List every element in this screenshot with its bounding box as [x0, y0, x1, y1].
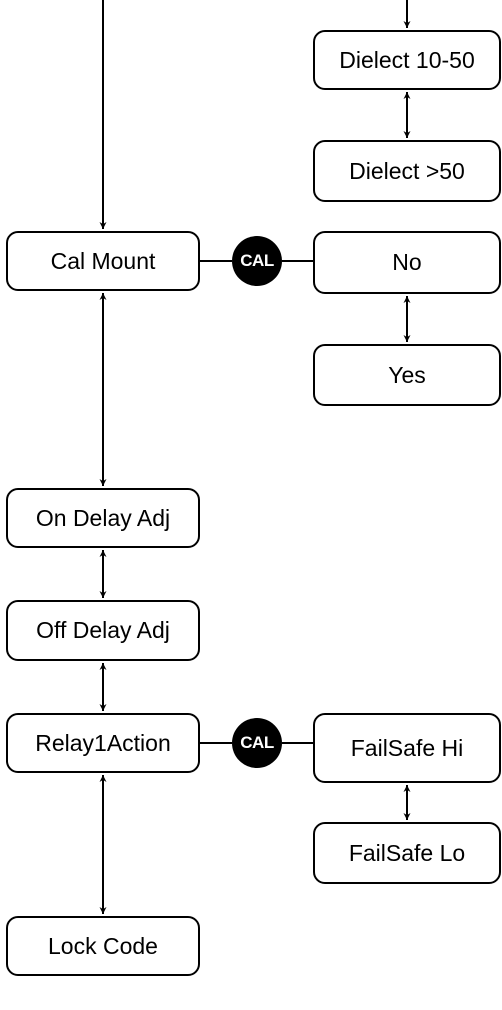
node-dielect-10-50: Dielect 10-50 [313, 30, 501, 90]
node-failsafe-hi: FailSafe Hi [313, 713, 501, 783]
node-on-delay-adj: On Delay Adj [6, 488, 200, 548]
node-lock-code: Lock Code [6, 916, 200, 976]
node-no: No [313, 231, 501, 294]
node-relay1-action: Relay1Action [6, 713, 200, 773]
cal-badge: CAL [232, 718, 282, 768]
node-off-delay-adj: Off Delay Adj [6, 600, 200, 661]
cal-badge: CAL [232, 236, 282, 286]
node-cal-mount: Cal Mount [6, 231, 200, 291]
node-failsafe-lo: FailSafe Lo [313, 822, 501, 884]
node-yes: Yes [313, 344, 501, 406]
node-dielect-gt-50: Dielect >50 [313, 140, 501, 202]
